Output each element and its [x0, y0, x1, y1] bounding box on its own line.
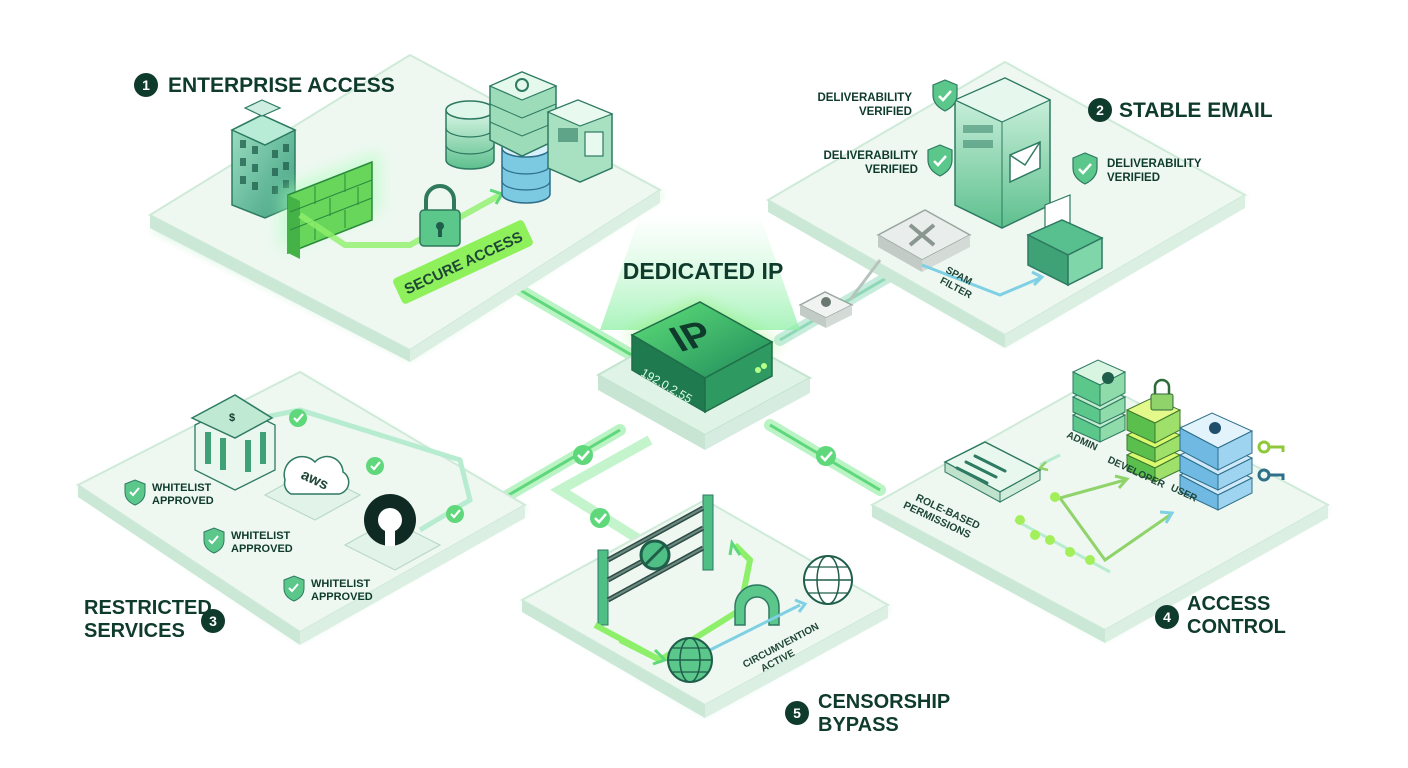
svg-text:1: 1 [142, 77, 150, 93]
svg-text:WHITELIST: WHITELIST [231, 530, 291, 542]
dedicated-ip-hub: IP 192.0.2.55 DEDICATED IP [595, 215, 813, 450]
svg-text:3: 3 [209, 613, 217, 629]
section-title-restricted-services: RESTRICTED [84, 597, 212, 619]
svg-text:VERIFIED: VERIFIED [1107, 172, 1160, 184]
barrier-chain-icon [597, 494, 714, 626]
role-stack-admin [1071, 359, 1127, 443]
section-title-enterprise-access: ENTERPRISE ACCESS [168, 74, 395, 97]
globe-icon [803, 555, 853, 605]
svg-text:5: 5 [793, 705, 801, 721]
permission-flows [1014, 474, 1175, 574]
shield-check-icon [1072, 152, 1098, 185]
check-node-icon [590, 508, 610, 528]
section-number-badge [1088, 98, 1112, 122]
user-icon [1209, 422, 1221, 434]
shield-check-icon [932, 79, 958, 112]
router-icon [798, 259, 882, 328]
tunnel-icon [734, 584, 780, 626]
database-icon [445, 100, 495, 170]
svg-text:CONTROL: CONTROL [1187, 616, 1286, 638]
svg-text:APPROVED: APPROVED [152, 495, 214, 507]
svg-text:DELIVERABILITY: DELIVERABILITY [817, 92, 912, 104]
svg-text:VERIFIED: VERIFIED [865, 164, 918, 176]
platform-access-control: ADMIN DEVELOPER USER ROLE-BASED PERMISSI… [869, 359, 1331, 643]
document-icon [584, 131, 604, 157]
svg-text:WHITELIST: WHITELIST [311, 578, 371, 590]
check-node-icon [289, 409, 307, 427]
role-stack-user [1178, 412, 1254, 511]
platform-enterprise-access: SECURE ACCESS 1 ENTERPRIS [134, 53, 665, 362]
whitelist-badge: WHITELIST APPROVED [283, 575, 373, 603]
svg-text:APPROVED: APPROVED [231, 543, 293, 555]
section-title-stable-email: STABLE EMAIL [1119, 99, 1273, 122]
mail-server-icon [953, 77, 1052, 229]
svg-text:$: $ [229, 412, 235, 424]
svg-text:SERVICES: SERVICES [84, 620, 185, 642]
verified-badge: DELIVERABILITY VERIFIED [1072, 152, 1202, 185]
office-building-icon [230, 99, 297, 219]
padlock-icon [419, 184, 461, 247]
platform-censorship-bypass: CIRCUMVENTION ACTIVE 5 CENSORSHIP BYPASS [519, 494, 950, 736]
padlock-icon [1153, 378, 1171, 395]
ip-chip-icon [630, 301, 774, 414]
check-node-icon [446, 505, 464, 523]
file-server-icon [546, 99, 614, 183]
globe-icon [667, 637, 713, 683]
inbox-tray-icon [1026, 194, 1104, 287]
section-number-badge [201, 609, 225, 633]
shield-check-icon [927, 144, 953, 177]
section-title-access-control: ACCESS [1187, 593, 1270, 615]
folder-icon [558, 128, 578, 142]
bank-icon: $ [190, 394, 276, 491]
section-number-badge [785, 701, 809, 725]
svg-text:WHITELIST: WHITELIST [152, 482, 212, 494]
key-icon [1257, 440, 1285, 482]
check-node-icon [816, 446, 836, 466]
svg-text:DELIVERABILITY: DELIVERABILITY [1107, 158, 1202, 170]
verified-badge: DELIVERABILITY VERIFIED [817, 79, 958, 118]
whitelist-badge: WHITELIST APPROVED [203, 527, 293, 555]
hub-light-beam [600, 215, 800, 330]
permissions-panel [943, 441, 1042, 503]
svg-text:APPROVED: APPROVED [311, 591, 373, 603]
user-icon [1102, 372, 1114, 384]
envelope-icon [1009, 140, 1041, 184]
verified-badge: DELIVERABILITY VERIFIED [823, 144, 953, 177]
platform-stable-email: SPAM FILTER DELIVERABILITY VERIFIED DELI… [765, 60, 1273, 348]
check-node-icon [366, 457, 384, 475]
svg-text:4: 4 [1163, 609, 1171, 625]
svg-text:BYPASS: BYPASS [818, 714, 899, 736]
firewall-icon [280, 152, 380, 259]
server-rack-icon [488, 71, 558, 157]
gear-icon [515, 78, 529, 92]
check-node-icon [573, 445, 593, 465]
github-icon [343, 494, 442, 571]
hub-title: DEDICATED IP [623, 258, 784, 284]
section-title-censorship-bypass: CENSORSHIP [818, 691, 950, 713]
role-stack-developer [1125, 378, 1182, 483]
section-number-badge [134, 73, 158, 97]
whitelist-badge: WHITELIST APPROVED [124, 479, 214, 507]
cloud-service-icon: aws [263, 455, 362, 521]
svg-text:VERIFIED: VERIFIED [859, 106, 912, 118]
svg-text:DELIVERABILITY: DELIVERABILITY [823, 150, 918, 162]
svg-text:2: 2 [1096, 102, 1104, 118]
platform-restricted-services: $ aws WHITELIST APPROVED WHIT [76, 370, 528, 645]
spam-filter-icon [876, 209, 972, 272]
section-number-badge [1155, 605, 1179, 629]
